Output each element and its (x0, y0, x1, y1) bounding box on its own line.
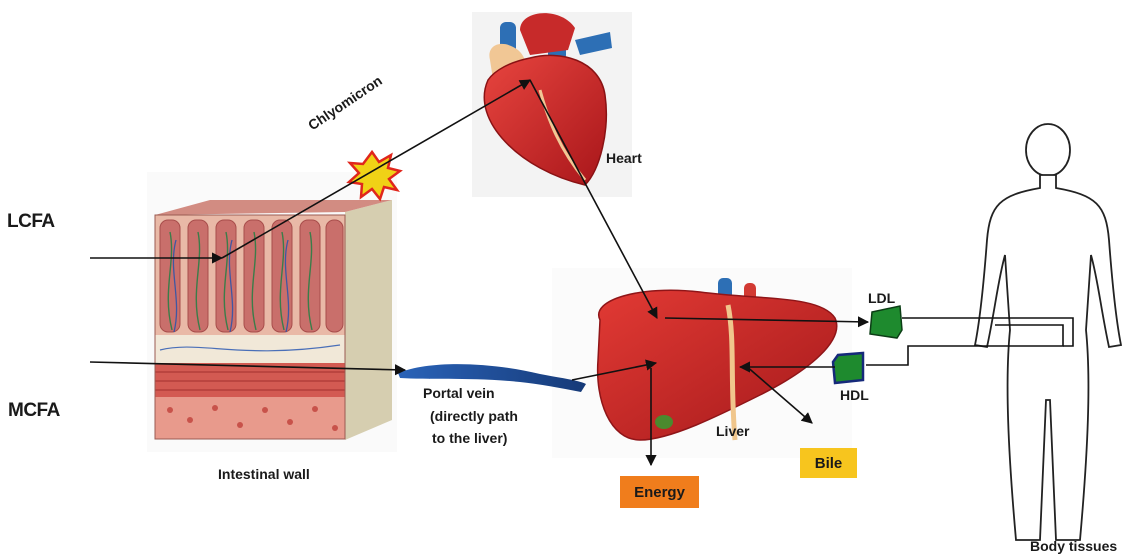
energy-box: Energy (620, 476, 699, 508)
bile-box: Bile (800, 448, 857, 478)
ldl-block (870, 306, 902, 338)
hdl-label: HDL (840, 387, 869, 403)
portal-vein-label-line2: (directly path (430, 408, 518, 424)
heart-label: Heart (606, 150, 642, 166)
liver-label: Liver (716, 423, 749, 439)
intestinal-wall-label: Intestinal wall (218, 466, 310, 482)
intestinal-wall-illustration (155, 200, 392, 440)
mcfa-label: MCFA (8, 400, 60, 422)
ldl-label: LDL (868, 290, 895, 306)
lcfa-label: LCFA (7, 211, 55, 233)
portal-vein-label-line3: to the liver) (432, 430, 507, 446)
hdl-block (833, 353, 863, 383)
body-tissues-label: Body tissues (1030, 538, 1117, 554)
portal-vein-label-line1: Portal vein (423, 385, 495, 401)
human-body-outline (975, 124, 1121, 540)
